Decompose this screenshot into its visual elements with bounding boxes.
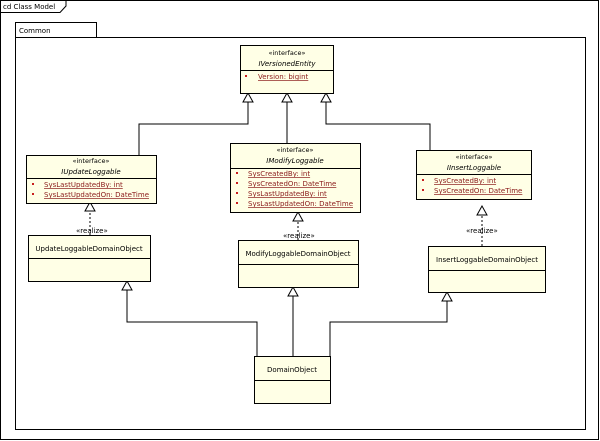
- generalization-domain-update-line: [126, 288, 258, 370]
- attribute: Version: bigint: [258, 73, 309, 81]
- generalization-arrowhead: [281, 91, 293, 103]
- stereotype-label: «interface»: [456, 153, 493, 161]
- attribute-bullet-icon: [245, 75, 247, 77]
- attribute: SysCreatedBy: int: [434, 177, 496, 185]
- generalization-iupdate-line: [138, 100, 249, 155]
- attribute: SysLastUpdatedBy: int: [44, 181, 123, 189]
- class-domainobject[interactable]: DomainObject: [254, 356, 331, 404]
- attribute: SysCreatedBy: int: [248, 170, 310, 178]
- interface-name: IInsertLoggable: [447, 164, 501, 172]
- generalization-arrowhead: [441, 290, 453, 302]
- class-imodifyloggable[interactable]: «interface» IModifyLoggable SysCreatedBy…: [230, 143, 361, 213]
- class-iupdateloggable[interactable]: «interface» IUpdateLoggable SysLastUpdat…: [26, 155, 157, 204]
- class-modifyloggabledomainobject[interactable]: ModifyLoggableDomainObject: [238, 240, 359, 288]
- class-name: InsertLoggableDomainObject: [436, 256, 538, 264]
- attribute: SysCreatedOn: DateTime: [434, 187, 522, 195]
- generalization-arrowhead: [242, 91, 254, 103]
- attribute: SysCreatedOn: DateTime: [248, 180, 336, 188]
- realization-arrowhead: [292, 210, 304, 222]
- class-iinsertloggable[interactable]: «interface» IInsertLoggable SysCreatedBy…: [416, 150, 532, 200]
- attribute-bullet-icon: [422, 189, 424, 191]
- attribute-bullet-icon: [236, 172, 238, 174]
- realize-label-modify: «realize»: [283, 232, 315, 240]
- attribute-bullet-icon: [236, 182, 238, 184]
- frame-tab-label: cd Class Model: [3, 3, 55, 11]
- generalization-arrowhead: [320, 91, 332, 103]
- frame-tab: [0, 0, 67, 13]
- class-insertloggabledomainobject[interactable]: InsertLoggableDomainObject: [428, 246, 546, 293]
- attribute-bullet-icon: [422, 179, 424, 181]
- class-name: ModifyLoggableDomainObject: [245, 250, 350, 258]
- attribute-bullet-icon: [32, 183, 34, 185]
- attribute: SysLastUpdatedBy: int: [248, 190, 327, 198]
- package-name: Common: [19, 27, 51, 35]
- attribute-bullet-icon: [236, 202, 238, 204]
- interface-name: IVersionedEntity: [258, 60, 316, 68]
- attribute: SysLastUpdatedOn: DateTime: [44, 191, 149, 199]
- generalization-iinsert-line: [325, 100, 431, 150]
- attribute: SysLastUpdatedOn: DateTime: [248, 200, 353, 208]
- realization-arrowhead: [84, 200, 96, 212]
- stereotype-label: «interface»: [269, 49, 306, 57]
- package-tab[interactable]: [15, 22, 97, 38]
- stereotype-label: «interface»: [73, 157, 110, 165]
- class-updateloggabledomainobject[interactable]: UpdateLoggableDomainObject: [28, 235, 151, 282]
- realize-label-update: «realize»: [76, 227, 108, 235]
- generalization-arrowhead: [287, 285, 299, 297]
- generalization-arrowhead: [121, 279, 133, 291]
- generalization-domain-insert-line: [329, 299, 448, 370]
- attribute-bullet-icon: [32, 193, 34, 195]
- stereotype-label: «interface»: [277, 146, 314, 154]
- class-name: DomainObject: [267, 366, 317, 374]
- interface-name: IModifyLoggable: [266, 157, 323, 165]
- class-name: UpdateLoggableDomainObject: [35, 245, 142, 253]
- realization-arrowhead: [476, 204, 488, 216]
- interface-name: IUpdateLoggable: [61, 168, 120, 176]
- realize-label-insert: «realize»: [466, 227, 498, 235]
- class-iversionedentity[interactable]: «interface» IVersionedEntity Version: bi…: [240, 45, 334, 94]
- attribute-bullet-icon: [236, 192, 238, 194]
